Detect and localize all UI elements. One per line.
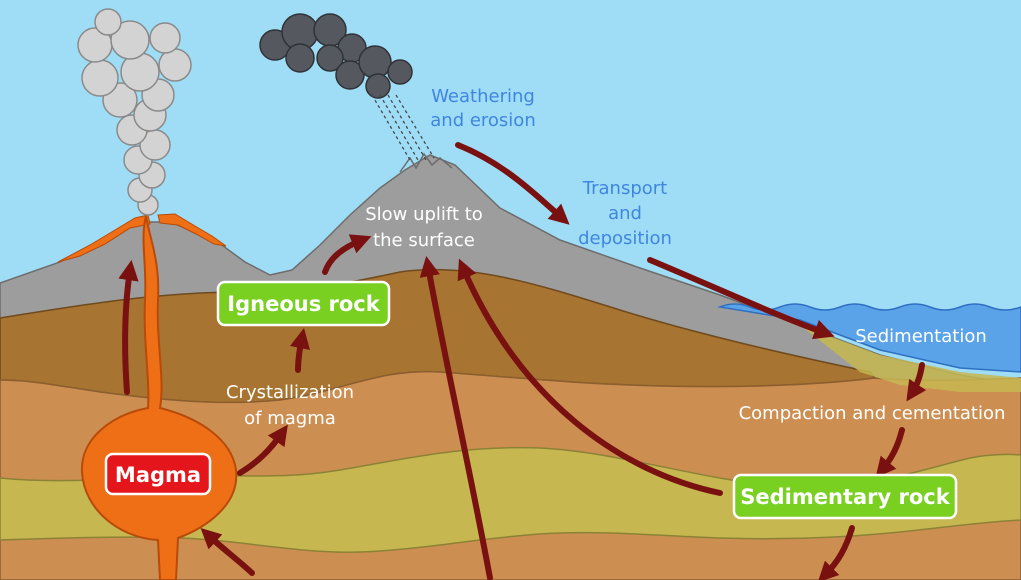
label-crystallization-line2: of magma: [244, 408, 336, 429]
label-crystallization-line1: Crystallization: [226, 382, 354, 403]
label-sedimentation: Sedimentation: [855, 326, 987, 347]
rain-cloud-icon: [259, 13, 435, 161]
arrow-transport-to-sea: [647, 257, 835, 340]
magma-label: Magma: [115, 463, 201, 487]
coastal-sediment: [800, 325, 1021, 392]
label-transport-line3: deposition: [578, 228, 672, 249]
arrow-igneous-to-uplift: [322, 234, 372, 275]
arrow-compaction-to-sedimentary: [875, 427, 905, 478]
label-uplift-line2: the surface: [373, 230, 475, 251]
label-compaction: Compaction and cementation: [739, 403, 1006, 424]
arrow-erosion-to-transport: [455, 142, 570, 225]
sedimentary-rock-box: Sedimentary rock: [732, 473, 958, 520]
lava-flow-right: [157, 213, 227, 247]
arrow-magma-to-crystallization: [237, 424, 288, 476]
smoke-plume-icon: [77, 8, 192, 216]
sea-water: [717, 303, 1021, 373]
igneous-rock-box: Igneous rock: [216, 280, 391, 327]
arrow-magma-to-surface: [118, 259, 139, 395]
arrow-deep-to-magma: [200, 528, 255, 576]
cycle-arrows: [118, 142, 927, 580]
arrow-deep-to-uplift: [419, 255, 493, 580]
label-weathering-line1: Weathering: [431, 86, 535, 107]
label-uplift-line1: Slow uplift to: [365, 204, 483, 225]
arrow-sedimentary-to-uplift: [457, 258, 723, 496]
igneous-rock-label: Igneous rock: [227, 292, 380, 316]
lava-flow-left: [57, 214, 151, 263]
arrow-sedimentary-down: [817, 525, 855, 580]
magma-box: Magma: [104, 452, 212, 496]
arrow-sedimentation-to-compaction: [906, 362, 927, 402]
mountain-peak: [399, 152, 453, 173]
arrow-crystallization-to-igneous: [289, 327, 311, 373]
label-transport-line1: Transport: [582, 178, 667, 199]
label-transport-line2: and: [608, 203, 642, 224]
sedimentary-rock-label: Sedimentary rock: [740, 485, 950, 509]
label-weathering-line2: and erosion: [430, 110, 535, 131]
